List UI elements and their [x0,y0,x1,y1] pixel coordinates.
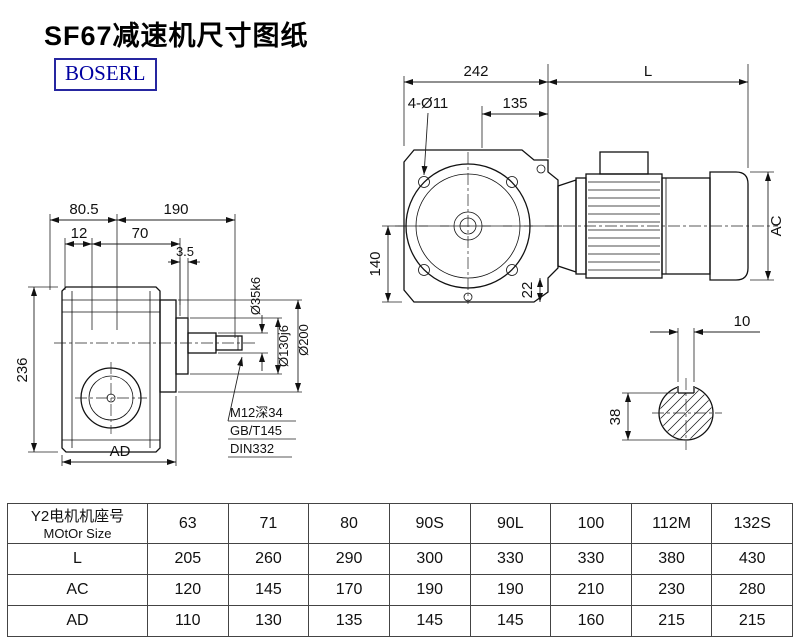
dim-12: 12 [71,225,88,242]
dim-AC: AC [768,215,785,236]
table-cell: 190 [388,574,471,606]
input-spigot [175,317,189,375]
table-cell: 380 [630,543,713,575]
note-thread: M12深34 [230,405,283,420]
table-cell: 215 [630,605,713,637]
dia-spigot-label: Ø130j6 [276,325,291,367]
dim-4xd11: 4-Ø11 [408,95,449,112]
row-label-AD: AD [7,605,148,637]
input-flange [159,299,177,393]
table-cell: 145 [227,574,310,606]
table-cell: 280 [711,574,793,606]
table-cell: 330 [550,543,632,575]
technical-drawing: 242 L 135 4-Ø11 140 22 AC [14,63,785,466]
table-cell: 90L [469,503,552,544]
table-cell: 300 [388,543,471,575]
table-cell: 190 [469,574,552,606]
dim-80-5: 80.5 [69,201,98,218]
dim-22: 22 [519,282,536,299]
table-cell: 112M [630,503,713,544]
table-cell: 100 [550,503,632,544]
dim-L: L [644,63,652,80]
bolt-hole [418,264,430,276]
dim-70: 70 [132,225,149,242]
dim-135: 135 [502,95,527,112]
table-cell: 160 [550,605,632,637]
dim-236: 236 [14,357,31,382]
table-cell: 71 [227,503,310,544]
motor-cooling-fins [588,181,660,271]
table-cell: 205 [147,543,229,575]
table-cell: 145 [388,605,471,637]
shaft-end-view: 10 38 [607,313,760,450]
table-cell: 145 [469,605,552,637]
row-label-L: L [7,543,148,575]
dim-242: 242 [463,63,488,80]
table-row-AD: AD 110 130 135 145 145 160 215 215 [7,605,793,637]
ear-hole [536,164,546,174]
dim-38: 38 [607,409,624,426]
note-standard-1: GB/T145 [230,423,282,438]
table-cell: 330 [469,543,552,575]
fan-cowl [709,171,749,281]
table-cell: 430 [711,543,793,575]
table-row-AC: AC 120 145 170 190 190 210 230 280 [7,574,793,606]
table-cell: 210 [550,574,632,606]
table-cell: 215 [711,605,793,637]
front-view-drawing: 242 L 135 4-Ø11 140 22 AC [367,63,785,304]
table-cell: 260 [227,543,310,575]
brand-logo: BOSERL [54,58,157,91]
table-cell: 132S [711,503,793,544]
table-cell: 120 [147,574,229,606]
motor-size-label-cn: Y2电机机座号 [30,507,125,525]
table-cell: 90S [388,503,471,544]
table-cell: 230 [630,574,713,606]
dia-flange-label: Ø200 [296,324,311,356]
dim-140: 140 [367,251,384,276]
table-cell: 290 [308,543,390,575]
table-cell: 110 [147,605,229,637]
note-standard-2: DIN332 [230,441,274,456]
dim-190: 190 [163,201,188,218]
dim-AD: AD [110,443,131,460]
page-title: SF67减速机尺寸图纸 [44,21,309,51]
motor-size-label-en: MOtOr Size [43,525,112,541]
row-label-AC: AC [7,574,148,606]
table-row-L: L 205 260 290 300 330 330 380 430 [7,543,793,575]
table-cell: 130 [227,605,310,637]
bolt-hole [506,264,518,276]
table-cell: 170 [308,574,390,606]
bolt-hole [506,176,518,188]
row-label-motor-size: Y2电机机座号 MOtOr Size [7,503,148,544]
table-cell: 135 [308,605,390,637]
dim-3-5: 3.5 [176,244,194,259]
dimension-table: Y2电机机座号 MOtOr Size 63 71 80 90S 90L 100 … [7,503,793,637]
table-cell: 80 [308,503,390,544]
table-row-motor-size: Y2电机机座号 MOtOr Size 63 71 80 90S 90L 100 … [7,503,793,544]
bolt-hole [418,176,430,188]
terminal-box [599,151,649,175]
table-cell: 63 [147,503,229,544]
side-view-drawing: 80.5 190 12 70 3.5 236 AD [14,201,311,466]
dim-10: 10 [734,313,751,330]
dia-shaft-label: Ø35k6 [248,277,263,315]
